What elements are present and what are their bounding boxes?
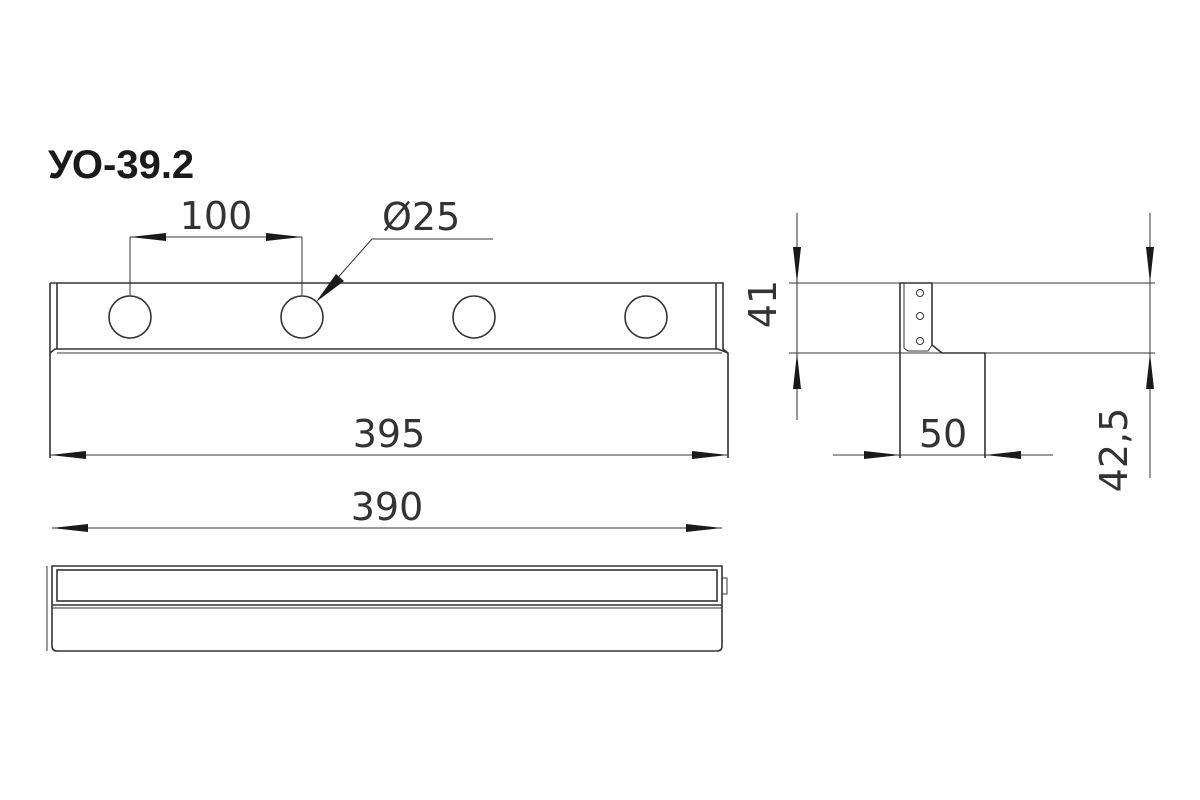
hole-3 [452,295,496,339]
arrow-head [316,274,344,302]
top-view-outline [51,565,723,652]
top-view-tab [721,577,728,595]
hole-1 [108,295,152,339]
arrow-head [793,353,801,389]
arrow-head [985,451,1021,459]
hole-spacing-dimension: 100 [129,194,303,296]
bracket-hole-3 [916,337,924,345]
arrow-head [50,451,86,459]
arrow-head [864,451,900,459]
flange-width-dimension: 50 [833,412,1053,459]
arrow-head [686,524,722,532]
hole-2 [280,295,324,339]
top-view: 390 [46,485,728,652]
total-width-dimension: 395 [50,412,728,459]
hole-diameter-label: Ø25 [382,195,460,239]
hole-spacing-label: 100 [180,194,253,238]
top-view-top-rail [56,569,718,602]
bracket-profile [899,282,986,458]
hole-diameter-leader: Ø25 [316,195,493,302]
arrow-head [130,233,166,241]
front-panel-outline [49,282,729,458]
side-view: 41 50 42,5 [741,213,1155,492]
height-label: 41 [741,280,785,328]
arrow-head [692,451,728,459]
bracket-hole-1 [916,289,924,297]
inner-width-dimension: 390 [52,485,722,532]
front-panel-edge [49,348,729,354]
arrow-head [1146,247,1154,283]
bracket-hole-2 [916,312,924,320]
total-height-label: 42,5 [1092,408,1136,493]
arrow-head [793,247,801,283]
inner-width-label: 390 [351,485,424,529]
total-width-label: 395 [353,412,426,456]
front-view: 100 Ø25 395 [49,194,729,459]
bracket-inner [903,283,933,352]
height-dimension: 41 [741,213,801,420]
total-height-dimension: 42,5 [1092,213,1154,492]
hole-4 [624,295,668,339]
arrow-head [52,524,88,532]
arrow-head [1146,353,1154,389]
flange-width-label: 50 [919,412,967,456]
arrow-head [266,233,302,241]
drawing-title: УО-39.2 [48,143,194,187]
